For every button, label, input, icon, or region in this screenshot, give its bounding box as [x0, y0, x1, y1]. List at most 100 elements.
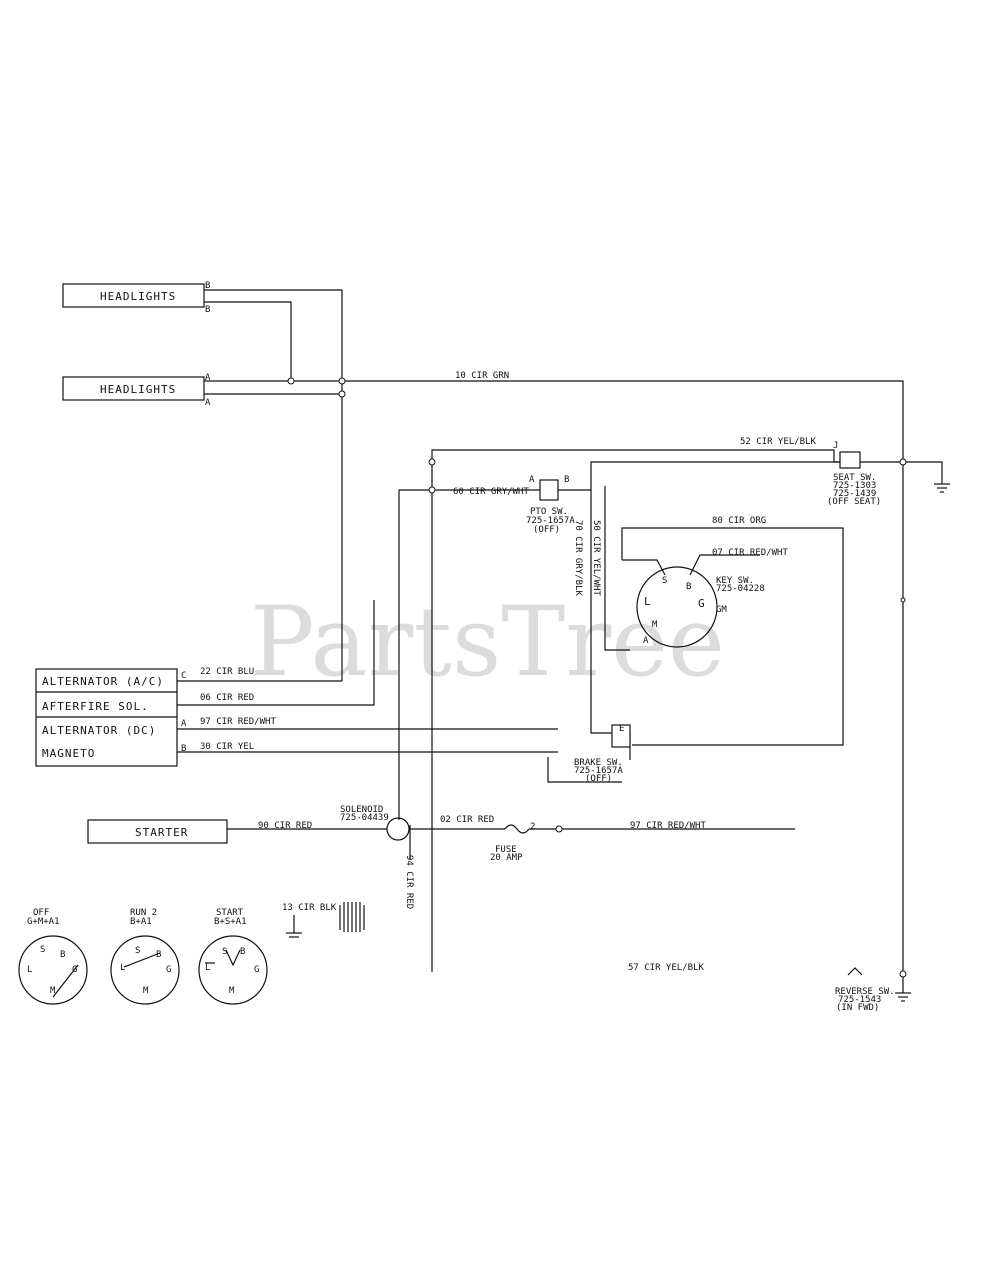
wire-label: 80 CIR ORG	[712, 516, 766, 526]
wire-pto-to-seat	[558, 461, 840, 491]
position-label: S	[222, 947, 227, 957]
wire-label-vertical: 50 CIR YEL/WHT	[591, 520, 601, 596]
position-label: S	[135, 946, 140, 956]
position-label: L	[120, 963, 125, 973]
wire-headlights-b-feed	[204, 289, 343, 681]
junction	[428, 486, 436, 494]
wire-label: 10 CIR GRN	[455, 371, 509, 381]
watermark: PartsTree	[250, 586, 725, 698]
wire-label: 60 CIR GRY/WHT	[453, 487, 529, 497]
position-label: S	[40, 945, 45, 955]
position-jumper	[123, 952, 161, 968]
key-switch-body	[636, 566, 718, 648]
position-circle	[110, 935, 180, 1005]
wire-label-vertical: 70 CIR GRY/BLK	[573, 520, 583, 596]
seat-switch	[839, 451, 861, 469]
position-label: M	[50, 986, 56, 996]
terminal-label: B	[205, 281, 210, 291]
wire-label: 97 CIR RED/WHT	[200, 717, 276, 727]
seat-switch-caption: (OFF SEAT)	[827, 497, 881, 507]
wire-10-grn	[204, 380, 904, 974]
key-position-start: START B+S+A1 L S B G M	[198, 908, 268, 1005]
ground-symbol-13-blk	[286, 915, 302, 938]
reverse-switch-caption: (IN FWD)	[836, 1003, 879, 1013]
position-title: START	[216, 908, 244, 918]
headlights-bottom-label: HEADLIGHTS	[100, 383, 176, 396]
reverse-switch-caption: 725-1543	[838, 995, 881, 1005]
pto-switch-caption: (OFF)	[533, 525, 560, 535]
junction	[555, 825, 563, 833]
position-label: B	[240, 947, 245, 957]
wire-06-red	[177, 600, 375, 706]
fuse-symbol	[504, 824, 530, 834]
key-terminal-label: G	[698, 597, 706, 610]
junction	[338, 390, 346, 398]
alternator-dc-label: ALTERNATOR (DC)	[42, 724, 156, 737]
position-label: B	[60, 950, 65, 960]
terminal-label: A	[181, 719, 187, 729]
magneto-label: MAGNETO	[42, 747, 95, 760]
junction	[287, 377, 295, 385]
key-terminal-label: L	[644, 595, 652, 608]
wire-label: 07 CIR RED/WHT	[712, 548, 788, 558]
headlights-bottom-box	[62, 376, 205, 401]
wire-label: 90 CIR RED	[258, 821, 312, 831]
brake-switch-caption: BRAKE SW.	[574, 758, 623, 768]
terminal-label: A	[205, 398, 211, 408]
reverse-switch-caption: REVERSE SW.	[835, 987, 895, 997]
alternator-ac-label: ALTERNATOR (A/C)	[42, 675, 164, 688]
position-label: L	[205, 963, 210, 973]
wire-label: 13 CIR BLK	[282, 903, 337, 913]
solenoid-caption: 725-04439	[340, 813, 389, 823]
wire-52-yel-blk	[431, 449, 943, 972]
wire-label: 02 CIR RED	[440, 815, 494, 825]
position-label: G	[254, 965, 259, 975]
wire-key-s	[622, 559, 666, 576]
key-switch-caption: KEY SW.	[716, 576, 754, 586]
position-title: RUN 2	[130, 908, 157, 918]
pto-switch	[539, 479, 559, 501]
junction	[338, 377, 346, 385]
wire-50-yel-wht	[604, 486, 630, 651]
ground-symbol-seat	[934, 480, 950, 493]
fuse-caption: 20 AMP	[490, 853, 523, 863]
wire-label: 06 CIR RED	[200, 693, 254, 703]
solenoid-body	[386, 817, 410, 841]
solenoid-caption: SOLENOID	[340, 805, 383, 815]
key-terminal-label: S	[662, 576, 667, 586]
wire-07-red-wht	[689, 554, 760, 576]
headlights-top-box	[62, 283, 205, 308]
key-terminal-label: B	[686, 582, 691, 592]
fuse-caption: FUSE	[495, 845, 517, 855]
wire-label: 57 CIR YEL/BLK	[628, 963, 704, 973]
junction	[428, 458, 436, 466]
junction	[900, 597, 906, 603]
position-circle	[18, 935, 88, 1005]
reverse-switch-symbol	[847, 967, 863, 976]
key-position-run: RUN 2 B+A1 L S B G M	[110, 908, 180, 1005]
position-label: B	[156, 950, 161, 960]
terminal-label: 2	[530, 822, 535, 832]
key-terminal-label: A	[643, 636, 649, 646]
seat-switch-caption: 725-1439	[833, 489, 876, 499]
terminal-label: A	[529, 475, 535, 485]
terminal-label: C	[181, 671, 186, 681]
headlights-top-label: HEADLIGHTS	[100, 290, 176, 303]
starter-box	[87, 819, 228, 844]
wire-label: 97 CIR RED/WHT	[630, 821, 706, 831]
junction	[899, 970, 907, 978]
junction	[899, 458, 907, 466]
pto-switch-caption: PTO SW.	[530, 507, 568, 517]
terminal-label: B	[564, 475, 569, 485]
position-label: L	[27, 965, 32, 975]
brake-switch-caption: (OFF)	[585, 774, 612, 784]
wire-80-org	[621, 527, 844, 746]
terminal-label: E	[619, 724, 624, 734]
wire-label-vertical: 94 CIR RED	[404, 855, 414, 909]
afterfire-sol-label: AFTERFIRE SOL.	[42, 700, 149, 713]
ground-symbol-reverse	[895, 974, 911, 1002]
terminal-label: B	[205, 305, 210, 315]
position-label: M	[229, 986, 235, 996]
